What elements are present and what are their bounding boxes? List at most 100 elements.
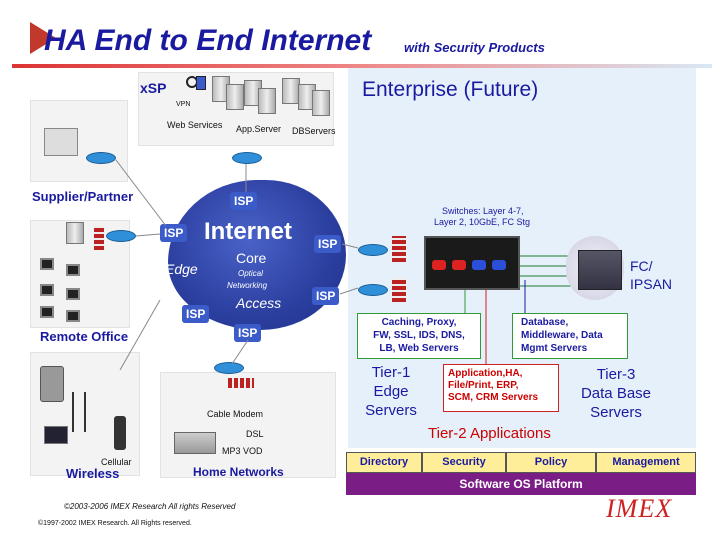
ipsan-label: IPSAN — [630, 276, 673, 292]
server-icon — [312, 90, 330, 116]
home-networks-panel — [160, 372, 336, 478]
link-line — [119, 299, 161, 371]
firewall-icon — [94, 226, 104, 250]
cellular-label: Cellular — [101, 457, 132, 467]
link-line — [231, 339, 249, 365]
cellphone-icon — [114, 416, 126, 450]
enterprise-title: Enterprise (Future) — [362, 78, 539, 101]
isp-badge: ISP — [312, 287, 340, 305]
workstation-icon — [40, 306, 54, 318]
router-icon — [358, 284, 388, 296]
edge-label: Edge — [165, 261, 198, 277]
server-icon — [226, 84, 244, 110]
tier1-box-line: Caching, Proxy, — [381, 317, 457, 328]
bar-management: Management — [596, 452, 696, 473]
isp-badge: ISP — [182, 305, 210, 323]
imex-logo: IMEX — [606, 494, 673, 523]
link-line — [341, 243, 359, 249]
bar-security: Security — [422, 452, 506, 473]
bar-policy: Policy — [506, 452, 596, 473]
switch-port-icon — [472, 260, 486, 270]
remote-office-label: Remote Office — [40, 329, 129, 344]
core-label: Core — [236, 250, 267, 266]
tier1-box-line: FW, SSL, IDS, DNS, — [373, 330, 465, 341]
link-line — [339, 287, 359, 295]
dsl-label: DSL — [246, 429, 264, 439]
server-icon — [258, 88, 276, 114]
bar-directory: Directory — [346, 452, 422, 473]
switch-port-icon — [492, 260, 506, 270]
layer-switch-chassis — [424, 236, 520, 290]
storage-array-icon — [578, 250, 622, 290]
switches-label-line2: Layer 2, 10GbE, FC Stg — [434, 217, 531, 227]
tier1-label-line: Servers — [365, 402, 417, 419]
tier1-label-line: Tier-1 — [371, 364, 411, 381]
switch-port-icon — [432, 260, 446, 270]
software-os-platform-bar: Software OS Platform — [346, 473, 696, 495]
tier1-label-line: Edge — [373, 383, 409, 400]
isp-badge: ISP — [230, 192, 258, 210]
server-icon — [66, 222, 84, 244]
tier3-box-line: Middleware, Data — [521, 330, 603, 341]
tier2-label: Tier-2 Applications — [428, 425, 551, 442]
workstation-icon — [40, 284, 54, 296]
link-line — [115, 159, 167, 227]
page-title: HA End to End Internet — [44, 24, 372, 57]
supplier-partner-label: Supplier/Partner — [32, 189, 134, 204]
desktop-computer-icon — [44, 128, 78, 156]
modem-device-icon — [174, 432, 216, 454]
xsp-label: xSP — [140, 80, 167, 96]
optical-label: Optical — [238, 269, 263, 278]
isp-badge: ISP — [314, 235, 342, 253]
tier3-label: Tier-3 Data Base Servers — [570, 365, 662, 422]
tier1-services-box: Caching, Proxy, FW, SSL, IDS, DNS, LB, W… — [357, 313, 481, 359]
tier3-box-line: Database, — [521, 317, 569, 328]
router-icon — [232, 152, 262, 164]
fc-label: FC/ — [630, 258, 653, 274]
page-subtitle: with Security Products — [404, 40, 545, 55]
router-icon — [106, 230, 136, 242]
tier2-box-line: File/Print, ERP, — [448, 380, 519, 391]
tier2-box-line: Application,HA, — [448, 368, 523, 379]
web-services-label: Web Services — [167, 120, 223, 130]
router-icon — [86, 152, 116, 164]
vpn-label: VPN — [176, 101, 191, 108]
cable-modem-label: Cable Modem — [207, 409, 264, 419]
laptop-icon — [44, 426, 68, 444]
tier3-label-line: Servers — [590, 404, 642, 421]
copyright-line-1: ©2003-2006 IMEX Research All rights Rese… — [64, 502, 236, 511]
switch-port-icon — [452, 260, 466, 270]
link-line — [135, 233, 161, 237]
mp3-vod-label: MP3 VOD — [222, 446, 263, 456]
cell-tower-icon — [72, 392, 86, 432]
tier3-box-line: Mgmt Servers — [521, 343, 588, 354]
tier3-label-line: Tier-3 — [596, 366, 636, 383]
tier3-label-line: Data Base — [580, 385, 652, 402]
workstation-icon — [66, 264, 80, 276]
firewall-icon — [392, 278, 406, 302]
title-divider — [12, 64, 712, 68]
switches-label-line1: Switches: Layer 4-7, — [442, 206, 524, 216]
wireless-label: Wireless — [66, 466, 120, 481]
networking-label: Networking — [227, 281, 268, 290]
tier3-services-box: Database, Middleware, Data Mgmt Servers — [512, 313, 628, 359]
workstation-icon — [66, 310, 80, 322]
firewall-icon — [228, 378, 254, 388]
tier2-services-box: Application,HA, File/Print, ERP, SCM, CR… — [443, 364, 559, 412]
isp-badge: ISP — [234, 324, 262, 342]
tier1-label: Tier-1 Edge Servers — [356, 363, 426, 420]
workstation-icon — [40, 258, 54, 270]
pda-icon — [40, 366, 64, 402]
isp-badge: ISP — [160, 224, 188, 242]
tier2-box-line: SCM, CRM Servers — [448, 392, 539, 403]
workstation-icon — [66, 288, 80, 300]
home-networks-label: Home Networks — [193, 465, 284, 479]
access-label: Access — [236, 295, 282, 311]
firewall-icon — [196, 76, 206, 90]
firewall-icon — [392, 236, 406, 262]
internet-label: Internet — [204, 218, 293, 245]
router-icon — [214, 362, 244, 374]
db-servers-label: DBServers — [292, 126, 336, 136]
copyright-line-2: ©1997-2002 IMEX Research. All Rights res… — [38, 520, 192, 527]
title-arrow-icon — [30, 22, 56, 54]
